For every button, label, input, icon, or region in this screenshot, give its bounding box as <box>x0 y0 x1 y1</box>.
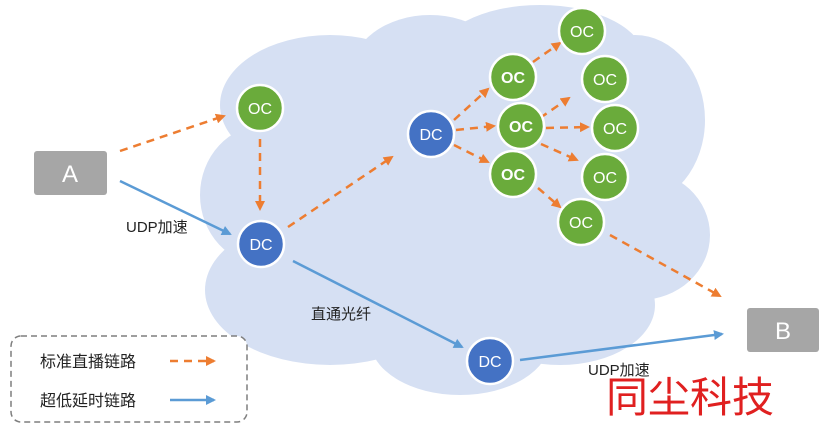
oc-node-label: OC <box>501 167 525 184</box>
network-cloud <box>200 5 710 395</box>
link-a-to-oc <box>119 113 226 153</box>
oc-node-label: OC <box>509 119 533 136</box>
legend: 标准直播链路 超低延时链路 <box>10 335 248 423</box>
link-oc-fanout-4 <box>540 142 579 162</box>
dc-node-label: DC <box>419 127 442 144</box>
dc-node-label: DC <box>478 354 501 371</box>
oc-node: OC <box>557 6 607 56</box>
endpoint-b: B <box>747 308 819 352</box>
link-dc-fiber <box>292 259 464 349</box>
oc-node: OC <box>488 52 538 102</box>
fiber-label: 直通光纤 <box>311 306 371 323</box>
endpoint-b-label: B <box>775 318 791 345</box>
link-dc-to-oc-1 <box>453 87 490 121</box>
link-oc-fanout-5 <box>537 187 562 209</box>
oc-node: OC <box>580 54 630 104</box>
dc-node-label: DC <box>249 237 272 254</box>
oc-node: OC <box>488 149 538 199</box>
oc-node-label: OC <box>603 121 627 138</box>
dc-node: DC <box>236 219 286 269</box>
oc-node: OC <box>556 197 606 247</box>
oc-node-label: OC <box>248 101 272 118</box>
oc-node: OC <box>590 103 640 153</box>
link-oc-to-b <box>609 233 722 298</box>
ultra-low-links <box>119 179 724 362</box>
oc-node-label: OC <box>593 72 617 89</box>
watermark: 同尘科技 <box>606 374 774 421</box>
oc-node-label: OC <box>569 215 593 232</box>
link-oc-fanout-1 <box>532 41 562 64</box>
udp-accel-label-a: UDP加速 <box>126 219 188 236</box>
dc-node: DC <box>406 109 456 159</box>
endpoint-a-label: A <box>62 161 78 188</box>
link-dc-to-oc-3 <box>453 143 490 164</box>
endpoint-a: A <box>34 151 107 195</box>
link-dc-to-oc-2 <box>455 121 496 132</box>
oc-node-label: OC <box>501 70 525 87</box>
dc-node: DC <box>465 336 515 386</box>
oc-node: OC <box>580 152 630 202</box>
standard-links <box>119 41 722 298</box>
legend-standard-label: 标准直播链路 <box>40 353 136 371</box>
legend-ultra-low-label: 超低延时链路 <box>40 392 136 410</box>
link-dc-to-dc <box>287 155 394 229</box>
link-a-to-dc <box>119 179 232 236</box>
oc-node: OC <box>496 101 546 151</box>
udp-accel-label-b: UDP加速 <box>588 362 650 379</box>
link-oc-fanout-3 <box>545 122 590 133</box>
oc-node-label: OC <box>570 24 594 41</box>
link-dc-to-b <box>519 330 724 362</box>
link-oc-fanout-2 <box>539 96 571 120</box>
oc-node-label: OC <box>593 170 617 187</box>
oc-node: OC <box>235 83 285 133</box>
